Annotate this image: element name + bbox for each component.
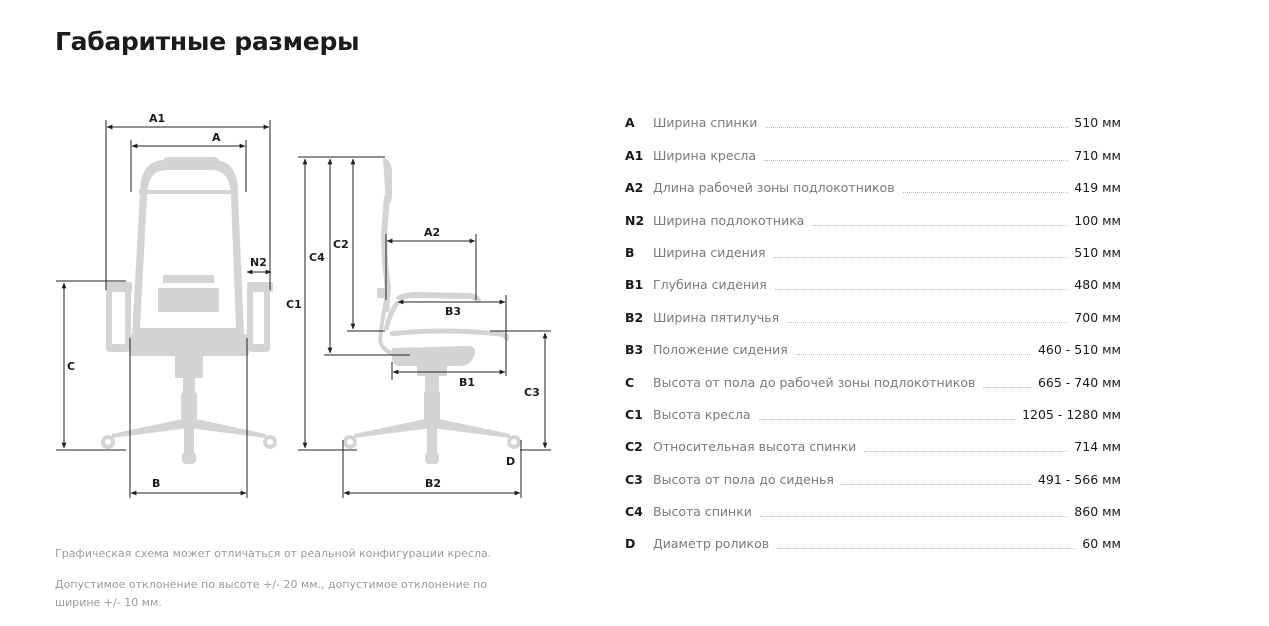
front-dimension-lines	[56, 120, 272, 498]
dot-leader	[777, 548, 1077, 550]
spec-label: Высота кресла	[653, 406, 751, 422]
spec-label: Ширина кресла	[653, 147, 757, 163]
spec-row: C3 Высота от пола до сиденья 491 - 566 м…	[625, 461, 1121, 493]
spec-row: A1 Ширина кресла 710 мм	[625, 137, 1121, 169]
spec-row: C2 Относительная высота спинки 714 мм	[625, 429, 1121, 461]
spec-value: 480 мм	[1074, 277, 1121, 293]
label-a: A	[212, 131, 221, 144]
spec-value: 510 мм	[1074, 244, 1121, 260]
label-d: D	[506, 455, 515, 468]
spec-code: B	[625, 244, 635, 260]
spec-code: C	[625, 374, 635, 390]
label-b3: B3	[445, 305, 461, 318]
spec-label: Ширина пятилучья	[653, 309, 780, 325]
spec-value: 419 мм	[1074, 180, 1121, 196]
side-dimension-lines	[298, 156, 551, 498]
dot-leader	[764, 159, 1069, 161]
dot-leader	[765, 127, 1069, 129]
spec-value: 665 - 740 мм	[1037, 374, 1121, 390]
dot-leader	[864, 451, 1069, 453]
spec-code: C3	[625, 471, 643, 487]
spec-code: B2	[625, 309, 644, 325]
dimensions-diagram: A1 A N2 C B C4 C2 C1 A2 B3 B1 C3 D B2	[56, 112, 551, 498]
spec-label: Диаметр роликов	[653, 536, 770, 552]
label-a2: A2	[424, 226, 440, 239]
tolerance-note: Допустимое отклонение по высоте +/- 20 м…	[55, 578, 487, 609]
chair-side-view	[343, 158, 521, 464]
spec-code: A2	[625, 180, 644, 196]
label-b1: B1	[459, 376, 475, 389]
spec-code: A	[625, 115, 635, 131]
spec-row: A Ширина спинки 510 мм	[625, 105, 1121, 137]
chair-front-view	[101, 157, 277, 464]
dot-leader	[795, 354, 1032, 356]
spec-value: 60 мм	[1082, 536, 1121, 552]
spec-code: A1	[625, 147, 644, 163]
spec-row: C Высота от пола до рабочей зоны подлоко…	[625, 364, 1121, 396]
dot-leader	[758, 418, 1017, 420]
spec-code: C2	[625, 439, 643, 455]
spec-label: Глубина сидения	[653, 277, 767, 293]
spec-row: C1 Высота кресла 1205 - 1280 мм	[625, 397, 1121, 429]
label-c1: C1	[286, 298, 302, 311]
spec-code: B1	[625, 277, 644, 293]
spec-code: N2	[625, 212, 645, 228]
spec-row: C4 Высота спинки 860 мм	[625, 494, 1121, 526]
specs-list: A Ширина спинки 510 мм A1 Ширина кресла …	[625, 105, 1121, 558]
spec-code: C1	[625, 406, 643, 422]
spec-value: 710 мм	[1074, 147, 1121, 163]
spec-value: 460 - 510 мм	[1037, 342, 1121, 358]
label-a1: A1	[149, 112, 165, 125]
label-n2: N2	[250, 256, 267, 269]
spec-value: 491 - 566 мм	[1037, 471, 1121, 487]
label-b: B	[152, 477, 160, 490]
spec-row: D Диаметр роликов 60 мм	[625, 526, 1121, 558]
spec-label: Высота от пола до рабочей зоны подлокотн…	[653, 374, 976, 390]
spec-label: Ширина сидения	[653, 244, 766, 260]
spec-value: 700 мм	[1074, 309, 1121, 325]
spec-row: B2 Ширина пятилучья 700 мм	[625, 299, 1121, 331]
dot-leader	[759, 516, 1069, 518]
spec-label: Ширина спинки	[653, 115, 758, 131]
spec-label: Положение сидения	[653, 342, 788, 358]
label-c: C	[67, 360, 75, 373]
spec-value: 714 мм	[1074, 439, 1121, 455]
dot-leader	[983, 386, 1032, 388]
dot-leader	[774, 289, 1069, 291]
spec-value: 100 мм	[1074, 212, 1121, 228]
spec-row: B Ширина сидения 510 мм	[625, 235, 1121, 267]
dot-leader	[773, 256, 1069, 258]
disclaimer-note: Графическая схема может отличаться от ре…	[55, 547, 492, 560]
spec-value: 510 мм	[1074, 115, 1121, 131]
label-c3: C3	[524, 386, 540, 399]
dot-leader	[841, 483, 1032, 485]
spec-label: Длина рабочей зоны подлокотников	[653, 180, 895, 196]
spec-row: B1 Глубина сидения 480 мм	[625, 267, 1121, 299]
spec-row: N2 Ширина подлокотника 100 мм	[625, 202, 1121, 234]
dot-leader	[902, 192, 1069, 194]
spec-row: A2 Длина рабочей зоны подлокотников 419 …	[625, 170, 1121, 202]
spec-code: C4	[625, 504, 643, 520]
dot-leader	[812, 224, 1069, 226]
spec-value: 1205 - 1280 мм	[1022, 406, 1121, 422]
spec-code: D	[625, 536, 636, 552]
page-title: Габаритные размеры	[55, 27, 360, 56]
spec-label: Относительная высота спинки	[653, 439, 857, 455]
label-b2: B2	[425, 477, 441, 490]
label-c2: C2	[333, 238, 349, 251]
spec-code: B3	[625, 342, 644, 358]
spec-label: Высота от пола до сиденья	[653, 471, 834, 487]
spec-row: B3 Положение сидения 460 - 510 мм	[625, 332, 1121, 364]
spec-value: 860 мм	[1074, 504, 1121, 520]
spec-label: Ширина подлокотника	[653, 212, 805, 228]
dot-leader	[787, 321, 1069, 323]
label-c4: C4	[309, 251, 325, 264]
spec-label: Высота спинки	[653, 504, 752, 520]
